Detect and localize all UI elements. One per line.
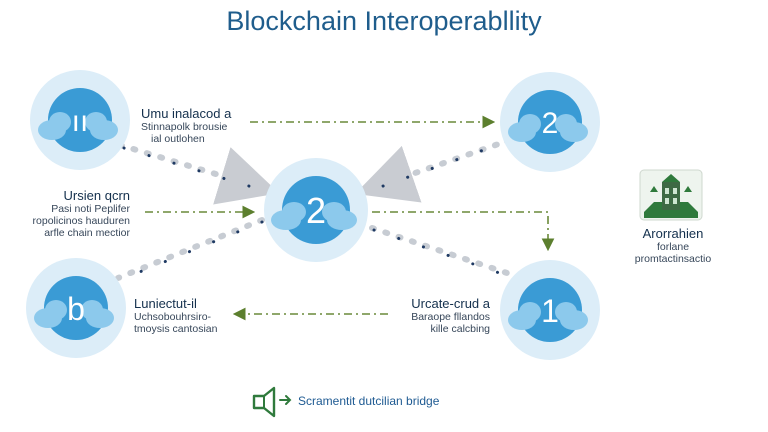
building-icon [639,169,703,221]
arrow-icon [279,395,292,405]
label-line: Uchsobouhrsiro- [134,311,212,323]
label-bottom-right: Urcate-crud a Baraope fllandos kille cal… [394,296,490,335]
label-bottom-left: Luniectut-il Uchsobouhrsiro- tmoysis can… [134,296,217,335]
label-line: kille calcbing [430,323,490,335]
label-line: Stinnapolk brousie [141,121,228,133]
node-glyph: 2 [306,190,326,231]
connector-center-bottomright [369,225,519,280]
label-line: arfle chain mectior [44,227,130,239]
label-line: ial outlohen [151,133,205,145]
node-bottom-left: b [26,258,126,358]
label-middle-left: Ursien qcrn Pasi noti Peplifer ropolicin… [30,188,130,239]
label-heading: Luniectut-il [134,296,197,311]
diagram-title: Blockchain Interoperabllity [226,6,542,36]
megaphone-icon [252,386,276,418]
label-heading: Ursien qcrn [63,188,130,203]
label-heading: Arorrahien [642,226,704,241]
node-top-left: ıı [30,70,130,170]
label-line: Baraope fllandos [411,311,490,323]
node-top-right: 2 [500,72,600,172]
connector-topleft-center [117,142,280,205]
node-glyph: 2 [542,107,559,140]
node-glyph: b [67,291,85,327]
label-top-center: Umu inalacod a Stinnapolk brousie ial ou… [141,106,231,145]
label-line: ropolicinos hauduren [32,215,130,227]
label-line: promtactinsactio [634,253,712,265]
footer-caption: Scramentit dutcilian bridge [298,394,440,408]
connector-center-bottomleft [115,217,265,282]
label-right-panel: Arorrahien forlane promtactinsactio [612,226,734,265]
node-glyph: 1 [541,293,559,329]
label-line: Pasi noti Peplifer [51,203,130,215]
node-center: 2 [264,158,368,262]
arrow-mid-right [372,211,555,252]
label-line: forlane [656,241,690,253]
node-glyph: ıı [72,105,89,138]
label-line: tmoysis cantosian [134,323,218,335]
label-heading: Urcate-crud a [411,296,490,311]
label-heading: Umu inalacod a [141,106,232,121]
connector-center-topright [354,137,513,203]
node-bottom-right: 1 [500,260,600,360]
